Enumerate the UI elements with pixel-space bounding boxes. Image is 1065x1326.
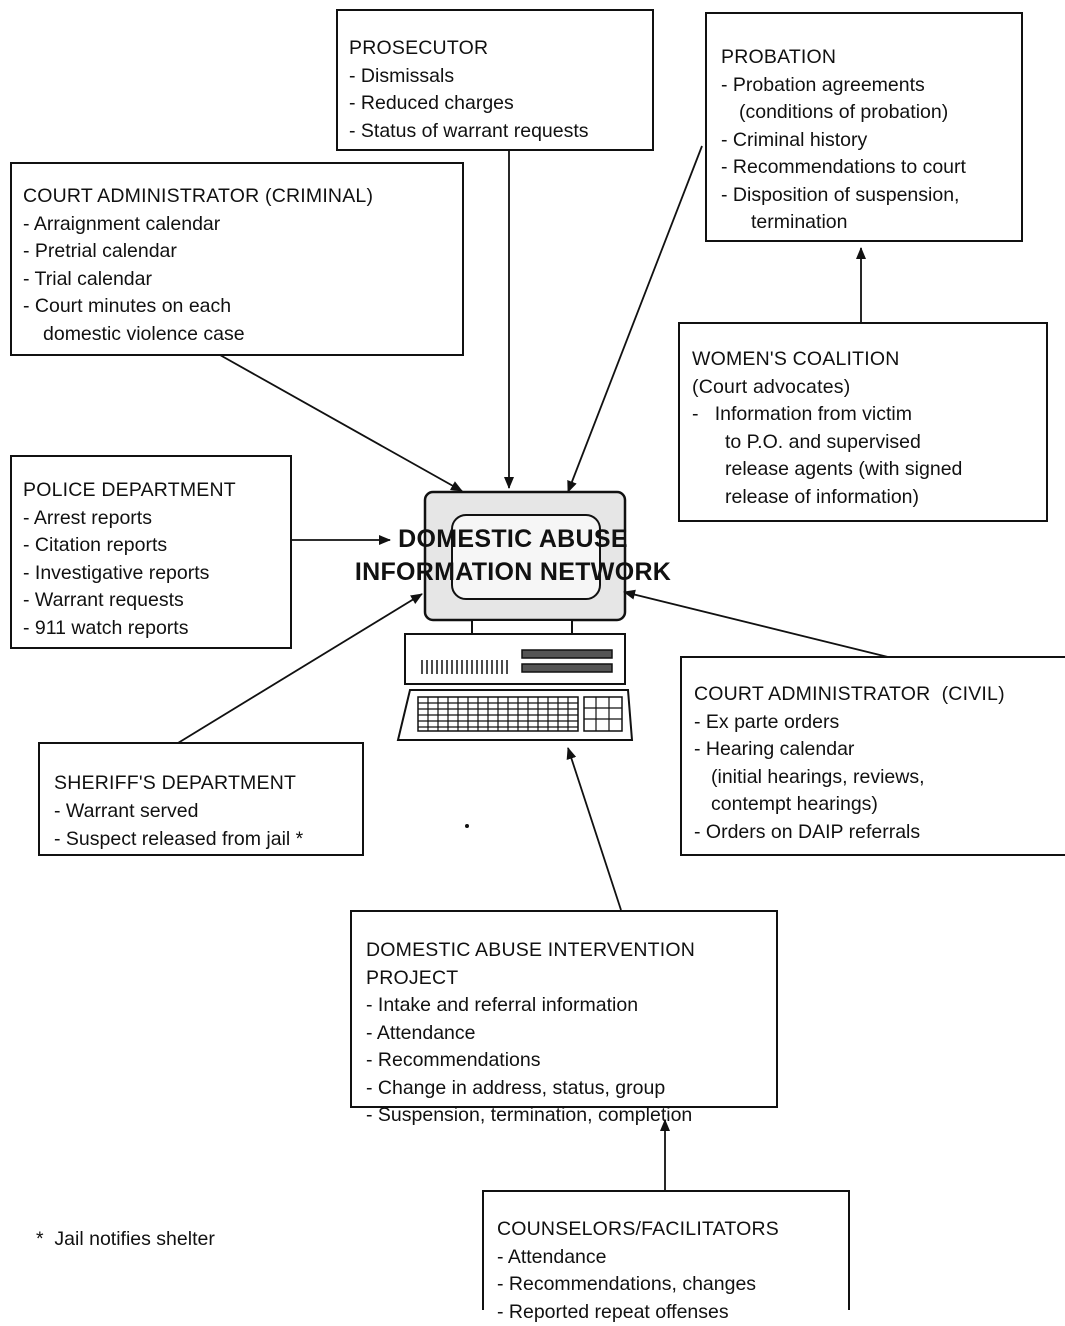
prosecutor-title: PROSECUTOR bbox=[349, 35, 652, 63]
list-item: - Information from victim bbox=[692, 401, 1046, 429]
police-box: POLICE DEPARTMENT - Arrest reports - Cit… bbox=[10, 455, 292, 649]
list-item: - Recommendations, changes bbox=[497, 1271, 848, 1299]
prosecutor-box: PROSECUTOR - Dismissals - Reduced charge… bbox=[336, 9, 654, 151]
list-item: - Hearing calendar bbox=[694, 736, 1065, 764]
list-item: - Suspension, termination, completion bbox=[366, 1102, 776, 1130]
list-item: - Attendance bbox=[366, 1020, 776, 1048]
list-item: - Recommendations bbox=[366, 1047, 776, 1075]
counselors-title: COUNSELORS/FACILITATORS bbox=[497, 1216, 848, 1244]
list-item: - Pretrial calendar bbox=[23, 238, 462, 266]
footnote: * Jail notifies shelter bbox=[36, 1228, 215, 1251]
list-item: - Probation agreements bbox=[721, 72, 1021, 100]
list-item: - Reported repeat offenses bbox=[497, 1299, 848, 1326]
daip-box: DOMESTIC ABUSE INTERVENTION PROJECT - In… bbox=[350, 910, 778, 1108]
network-title-line1: DOMESTIC ABUSE bbox=[318, 523, 708, 556]
list-item: termination bbox=[721, 209, 1021, 237]
list-item: - Attendance bbox=[497, 1244, 848, 1272]
court-criminal-title: COURT ADMINISTRATOR (CRIMINAL) bbox=[23, 183, 462, 211]
court-civil-title: COURT ADMINISTRATOR (CIVIL) bbox=[694, 681, 1065, 709]
womens-coalition-title: WOMEN'S COALITION bbox=[692, 346, 1046, 374]
list-item: release agents (with signed bbox=[692, 456, 1046, 484]
sheriff-title: SHERIFF'S DEPARTMENT bbox=[54, 769, 362, 797]
arrow-daip bbox=[568, 748, 621, 910]
list-item: to P.O. and supervised bbox=[692, 429, 1046, 457]
list-item: domestic violence case bbox=[23, 321, 462, 349]
list-item: contempt hearings) bbox=[694, 791, 1065, 819]
list-item: - Reduced charges bbox=[349, 90, 652, 118]
list-item: - Investigative reports bbox=[23, 560, 290, 588]
stray-dot bbox=[465, 824, 469, 828]
list-item: - Orders on DAIP referrals bbox=[694, 819, 1065, 847]
probation-box: PROBATION - Probation agreements (condit… bbox=[705, 12, 1023, 242]
list-item: - Dismissals bbox=[349, 63, 652, 91]
list-item: - Recommendations to court bbox=[721, 154, 1021, 182]
list-item: - Warrant requests bbox=[23, 587, 290, 615]
counselors-box: COUNSELORS/FACILITATORS - Attendance - R… bbox=[482, 1190, 850, 1310]
network-title: DOMESTIC ABUSE INFORMATION NETWORK bbox=[318, 523, 708, 589]
list-item: - Disposition of suspension, bbox=[721, 182, 1021, 210]
list-item: - Arraignment calendar bbox=[23, 211, 462, 239]
list-item: (initial hearings, reviews, bbox=[694, 764, 1065, 792]
list-item: release of information) bbox=[692, 484, 1046, 512]
court-criminal-box: COURT ADMINISTRATOR (CRIMINAL) - Arraign… bbox=[10, 162, 464, 356]
list-item: - Arrest reports bbox=[23, 505, 290, 533]
list-item: - Trial calendar bbox=[23, 266, 462, 294]
network-title-line2: INFORMATION NETWORK bbox=[318, 556, 708, 589]
list-item: - Status of warrant requests bbox=[349, 118, 652, 146]
list-item: - Citation reports bbox=[23, 532, 290, 560]
list-item: - Intake and referral information bbox=[366, 992, 776, 1020]
list-item: - Suspect released from jail * bbox=[54, 825, 362, 853]
list-item: - Court minutes on each bbox=[23, 293, 462, 321]
sheriff-box: SHERIFF'S DEPARTMENT - Warrant served - … bbox=[38, 742, 364, 856]
list-item: - Warrant served bbox=[54, 797, 362, 825]
police-title: POLICE DEPARTMENT bbox=[23, 477, 290, 505]
list-item: - Criminal history bbox=[721, 127, 1021, 155]
daip-title: DOMESTIC ABUSE INTERVENTION PROJECT bbox=[366, 937, 776, 992]
list-item: (conditions of probation) bbox=[721, 99, 1021, 127]
court-civil-box: COURT ADMINISTRATOR (CIVIL) - Ex parte o… bbox=[680, 656, 1065, 856]
list-item: - Ex parte orders bbox=[694, 709, 1065, 737]
list-item: - Change in address, status, group bbox=[366, 1075, 776, 1103]
womens-coalition-box: WOMEN'S COALITION (Court advocates) - In… bbox=[678, 322, 1048, 522]
list-item: - 911 watch reports bbox=[23, 615, 290, 643]
womens-coalition-subtitle: (Court advocates) bbox=[692, 374, 1046, 402]
arrow-court-civil bbox=[624, 592, 888, 657]
probation-title: PROBATION bbox=[721, 44, 1021, 72]
